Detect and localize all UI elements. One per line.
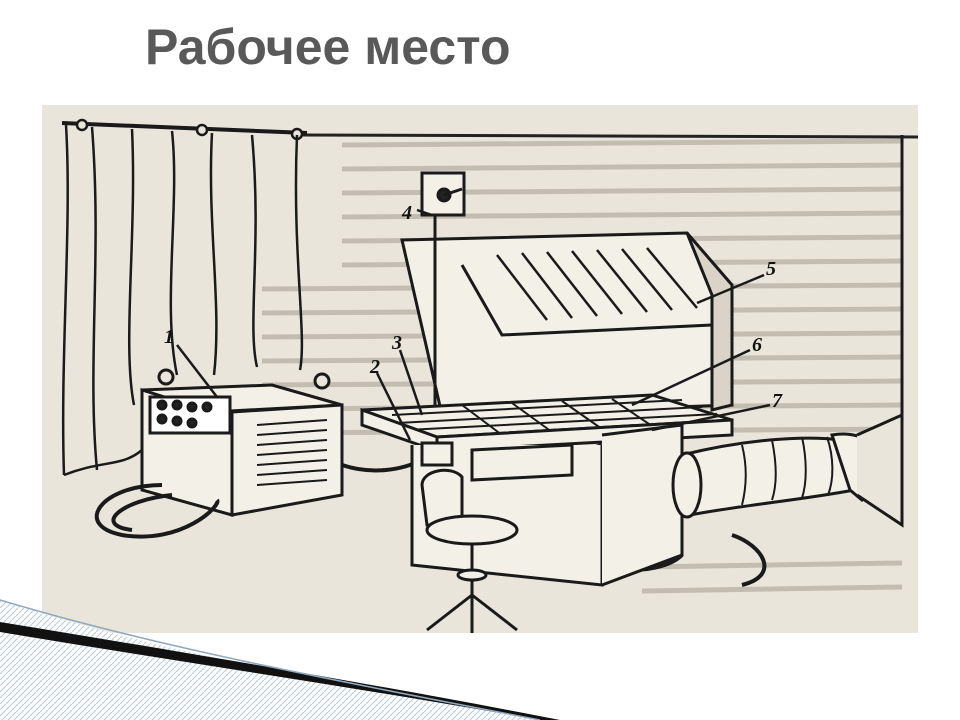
curtain xyxy=(61,118,308,477)
callout-label: 5 xyxy=(766,258,776,280)
local-lamp xyxy=(420,171,466,405)
workstation-drawing xyxy=(61,118,918,633)
welder-chair xyxy=(420,468,519,633)
callout-label: 2 xyxy=(370,356,380,378)
ventilation-duct xyxy=(671,135,904,528)
callout-label: 1 xyxy=(164,326,174,348)
welding-power-source xyxy=(140,368,344,517)
callout-label: 6 xyxy=(752,334,762,356)
callout-label: 4 xyxy=(402,202,412,224)
callout-leaders xyxy=(176,208,771,441)
decorative-swoosh xyxy=(0,599,560,720)
callout-label: 3 xyxy=(392,332,402,354)
title-line-1: Рабочее место xyxy=(145,19,511,75)
wall-line xyxy=(301,133,918,139)
welder-workstation-illustration: 1 2 3 4 5 6 7 xyxy=(42,105,918,633)
exhaust-hood xyxy=(400,231,734,417)
callout-label: 7 xyxy=(772,390,782,412)
